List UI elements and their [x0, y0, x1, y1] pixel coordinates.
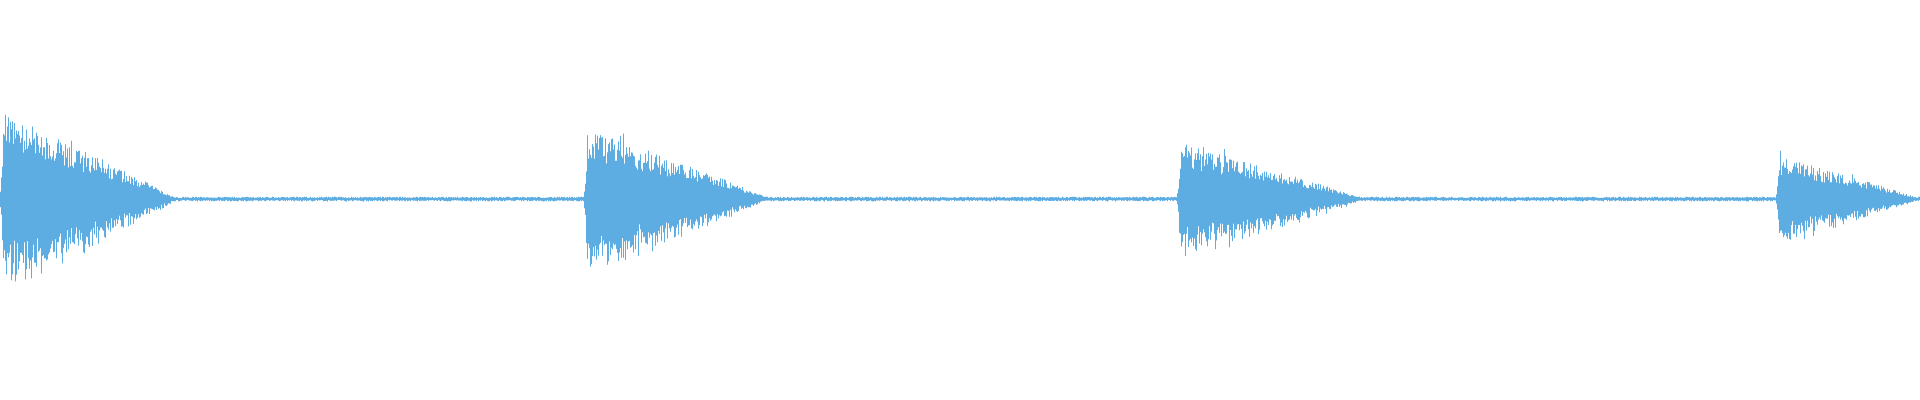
waveform-samples: [0, 114, 1920, 282]
waveform-path: [0, 114, 1920, 282]
